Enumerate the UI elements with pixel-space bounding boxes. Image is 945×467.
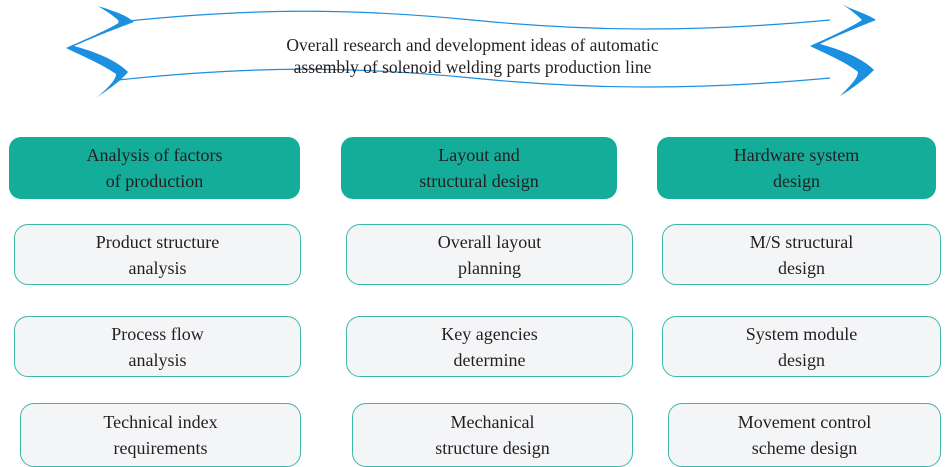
step-line: System module: [745, 323, 858, 344]
step-line: determine: [453, 349, 526, 370]
step-line: planning: [458, 257, 521, 278]
step-box: Product structure analysis: [14, 224, 301, 285]
column-header-layout: Layout and structural design: [341, 137, 617, 199]
step-line: requirements: [113, 438, 208, 458]
step-line: scheme design: [751, 438, 858, 458]
step-box: System module design: [662, 316, 941, 377]
header-line: design: [773, 171, 820, 191]
title-line-2: assembly of solenoid welding parts produ…: [293, 57, 652, 77]
step-box: Movement control scheme design: [668, 403, 941, 467]
header-line: Hardware system: [733, 145, 860, 165]
step-line: Movement control: [737, 412, 872, 432]
step-box: M/S structural design: [662, 224, 941, 285]
step-box: Technical index requirements: [20, 403, 301, 467]
column-header-factors: Analysis of factors of production: [9, 137, 300, 199]
step-line: Mechanical: [450, 412, 535, 432]
step-line: analysis: [128, 257, 187, 278]
step-line: Technical index: [103, 412, 218, 432]
step-line: design: [778, 349, 825, 370]
diagram-title: Overall research and development ideas o…: [190, 34, 755, 78]
step-line: M/S structural: [749, 231, 854, 252]
banner-left-curl: [66, 6, 134, 98]
header-line: Analysis of factors: [86, 145, 223, 165]
step-line: analysis: [128, 349, 187, 370]
banner-right-curl: [810, 4, 876, 96]
step-line: Overall layout: [437, 231, 542, 252]
step-box: Mechanical structure design: [352, 403, 633, 467]
banner-outline: [117, 10, 831, 88]
step-line: structure design: [435, 438, 550, 458]
column-header-hardware: Hardware system design: [657, 137, 936, 199]
step-line: design: [778, 257, 825, 278]
step-box: Process flow analysis: [14, 316, 301, 377]
header-line: of production: [105, 171, 204, 191]
header-line: Layout and: [438, 145, 520, 165]
step-box: Key agencies determine: [346, 316, 633, 377]
step-box: Overall layout planning: [346, 224, 633, 285]
header-line: structural design: [419, 171, 539, 191]
title-banner: [66, 4, 876, 98]
title-line-1: Overall research and development ideas o…: [286, 35, 659, 55]
step-line: Key agencies: [441, 323, 538, 344]
step-line: Process flow: [111, 323, 204, 344]
step-line: Product structure: [95, 231, 220, 252]
